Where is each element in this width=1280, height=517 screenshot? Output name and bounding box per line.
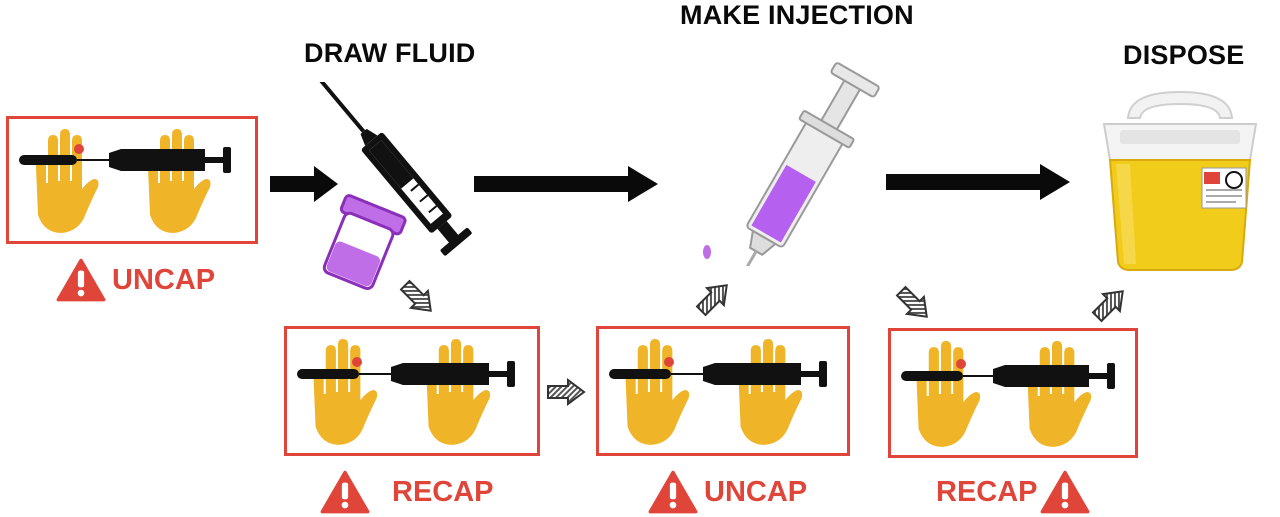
panel-uncap-hands-2	[596, 326, 850, 456]
filled-syringe-icon	[732, 62, 880, 291]
sharps-container-illustration	[1090, 84, 1270, 279]
warning-label: UNCAP	[704, 475, 808, 508]
warning-label: RECAP	[392, 475, 494, 508]
step-title-make-injection: MAKE INJECTION	[680, 0, 914, 30]
arrow-to-dispose	[886, 162, 1072, 202]
syringe-icon	[297, 357, 515, 387]
warning-triangle-icon	[648, 470, 698, 514]
warning-label: RECAP	[936, 475, 1038, 508]
warning-triangle-icon	[56, 258, 106, 302]
warning-triangle-icon	[320, 470, 370, 514]
warning-triangle-icon	[1040, 470, 1090, 514]
warning-recap-1: RECAP	[320, 470, 494, 514]
vial-icon	[322, 194, 407, 290]
draw-fluid-illustration	[296, 59, 496, 301]
left-hand-icon	[36, 129, 99, 233]
hatch-arrow-right	[546, 378, 586, 406]
step-title-draw-fluid: DRAW FLUID	[304, 38, 476, 68]
right-hand-icon	[738, 339, 803, 445]
warning-label: UNCAP	[112, 263, 216, 296]
right-arrow-icon	[886, 164, 1070, 200]
left-hand-icon	[916, 341, 981, 447]
warning-recap-2: RECAP	[936, 470, 1090, 514]
right-hand-icon	[148, 129, 211, 233]
syringe-icon	[19, 144, 231, 173]
hatch-arrow-down-right-2	[890, 280, 938, 328]
injection-syringe-illustration	[690, 40, 930, 291]
panel-recap-hands-2	[888, 328, 1138, 458]
syringe-icon	[609, 357, 827, 387]
hatched-arrow-icon	[1087, 281, 1133, 327]
sharps-container-icon	[1102, 90, 1258, 271]
warning-uncap-1: UNCAP	[56, 258, 215, 302]
right-arrow-icon	[270, 166, 338, 202]
warning-uncap-2: UNCAP	[648, 470, 807, 514]
hatched-arrow-icon	[891, 281, 937, 327]
right-hand-icon	[426, 339, 491, 445]
arrow-to-injection	[474, 164, 660, 204]
panel-recap-hands-1	[284, 326, 540, 456]
syringe-icon	[901, 359, 1115, 389]
step-title-dispose: DISPOSE	[1123, 40, 1245, 70]
arrow-to-draw-fluid	[270, 164, 340, 204]
right-hand-icon	[1027, 341, 1092, 447]
hatched-arrow-icon	[547, 379, 585, 405]
hatch-arrow-up-right-1	[690, 274, 738, 322]
panel-uncap-hands	[6, 116, 258, 244]
left-hand-icon	[313, 339, 378, 445]
hatched-arrow-icon	[691, 275, 737, 321]
hatch-arrow-up-right-2	[1086, 280, 1134, 328]
left-hand-icon	[625, 339, 690, 445]
right-arrow-icon	[474, 166, 658, 202]
fluid-drop-icon	[703, 245, 711, 259]
